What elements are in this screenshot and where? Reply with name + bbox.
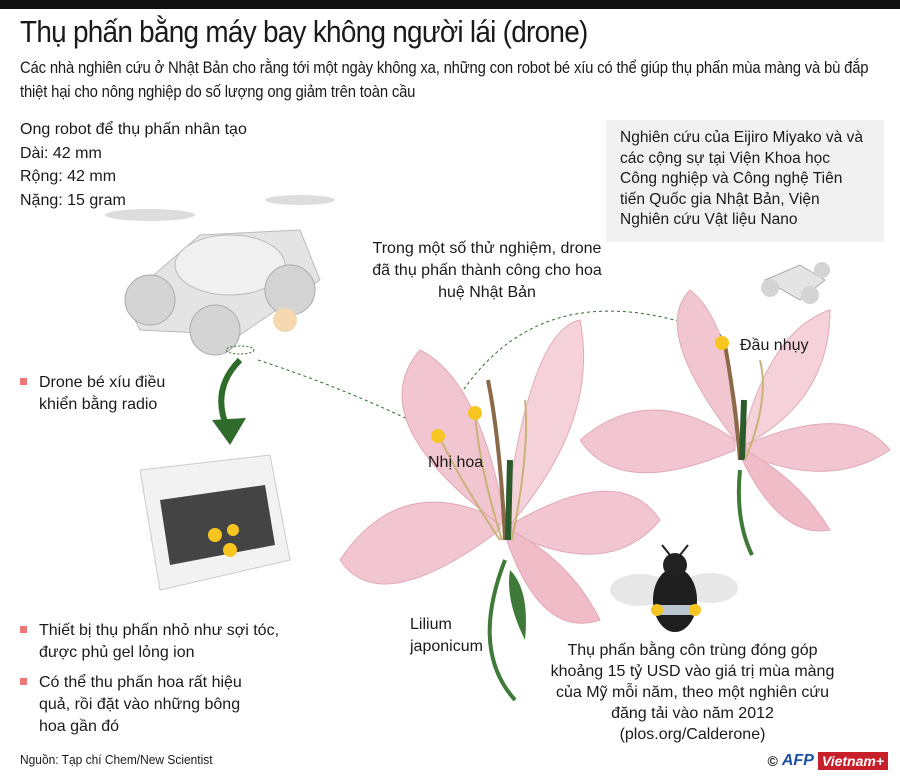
spec-item: Rộng: 42 mm — [20, 168, 117, 185]
species-label: Lilium japonicum — [410, 616, 483, 655]
top-bar — [0, 0, 900, 9]
lily-flower-small — [579, 262, 891, 556]
bullet-item: Drone bé xíu điều khiển bằng radio — [20, 372, 170, 416]
down-arrow-head — [212, 418, 246, 445]
bee-image — [610, 544, 738, 632]
spec-item: Ong robot để thụ phấn nhân tạo — [20, 121, 247, 138]
source-note: Nguồn: Tạp chí Chem/New Scientist — [20, 752, 213, 767]
copyright-symbol: © — [767, 753, 778, 769]
trial-note: Trong một số thử nghiệm, drone đã thụ ph… — [372, 240, 602, 301]
flight-path-2 — [444, 310, 722, 421]
bullet-text: Có thể thu phấn hoa rất hiệu quả, rồi đặ… — [39, 674, 242, 735]
bullet-item: Có thể thu phấn hoa rất hiệu quả, rồi đặ… — [20, 672, 250, 738]
bullet-item: Thiết bị thụ phấn nhỏ như sợi tóc, được … — [20, 620, 290, 664]
vietnamplus-logo: Vietnam+ — [817, 752, 888, 770]
drone-image — [105, 195, 335, 356]
stamen-label: Nhị hoa — [428, 454, 484, 471]
drone-specs: Ong robot để thụ phấn nhân tạo Dài: 42 m… — [20, 118, 247, 212]
research-box: Nghiên cứu của Eijiro Miyako và và các c… — [606, 120, 884, 242]
bullet-marker — [20, 678, 27, 685]
bullet-marker — [20, 626, 27, 633]
afp-vietnamplus-logo: © AFP Vietnam+ — [768, 752, 888, 770]
page-title: Thụ phấn bằng máy bay không người lái (d… — [20, 14, 588, 49]
bullet-marker — [20, 378, 27, 385]
spec-item: Nặng: 15 gram — [20, 191, 126, 209]
spec-item: Dài: 42 mm — [20, 144, 102, 162]
pollinator-device-image — [139, 454, 291, 591]
insect-note: Thụ phấn bằng côn trùng đóng góp khoảng … — [550, 642, 835, 743]
lily-flower-large — [339, 319, 661, 702]
small-drone-image — [761, 262, 830, 304]
afp-logo: AFP — [781, 752, 814, 769]
stigma-label: Đầu nhụy — [740, 337, 809, 354]
subtitle: Các nhà nghiên cứu ở Nhật Bản cho rằng t… — [20, 59, 869, 101]
bullet-text: Thiết bị thụ phấn nhỏ như sợi tóc, được … — [39, 622, 280, 661]
bullet-text: Drone bé xíu điều khiển bằng radio — [39, 374, 166, 413]
